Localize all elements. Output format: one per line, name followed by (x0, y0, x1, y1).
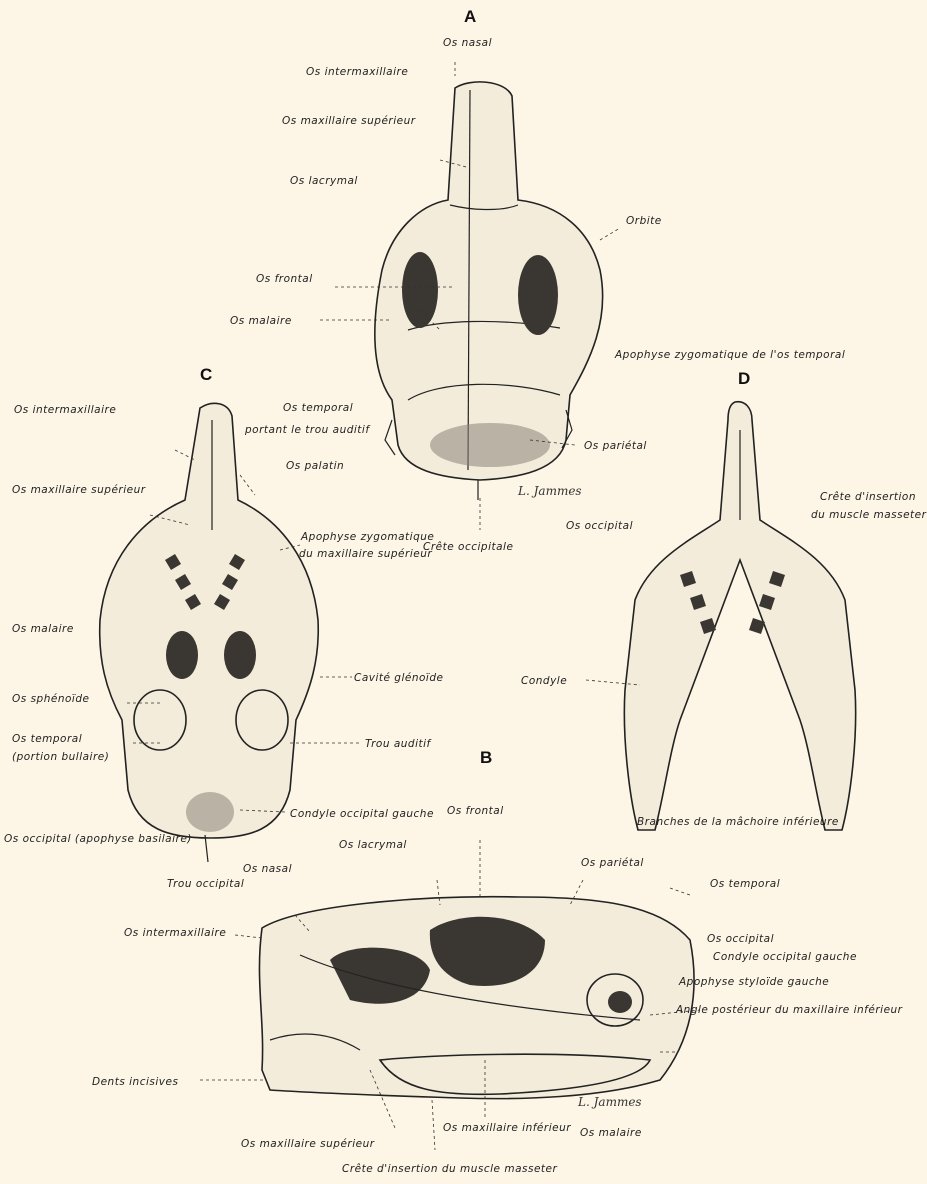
label-d-muscle-masseter: du muscle masseter (811, 509, 927, 521)
label-c-apophyse-zygomatique: Apophyse zygomatique (300, 531, 434, 543)
label-b-condyle-occipital-gauche: Condyle occipital gauche (713, 951, 857, 963)
label-d-condyle: Condyle (521, 675, 567, 687)
label-c-du-maxillaire-superieur: du maxillaire supérieur (299, 548, 432, 560)
signature-a: L. Jammes (517, 484, 582, 498)
label-a-os-maxillaire-superieur: Os maxillaire supérieur (282, 115, 416, 127)
label-a-os-temporal: Os temporal (283, 402, 353, 414)
label-c-os-malaire: Os malaire (12, 623, 74, 635)
label-b-os-maxillaire-inferieur: Os maxillaire inférieur (443, 1122, 571, 1134)
label-c-os-temporal: Os temporal (12, 733, 82, 745)
label-a-orbite: Orbite (626, 215, 662, 227)
label-a-os-nasal: Os nasal (443, 37, 492, 49)
label-b-angle-posterieur: Angle postérieur du maxillaire inférieur (675, 1004, 903, 1016)
skull-ventral-view (100, 403, 319, 862)
label-a-trou-auditif: portant le trou auditif (244, 424, 371, 436)
label-c-os-occipital: Os occipital (apophyse basilaire) (4, 833, 192, 845)
label-a-os-parietal: Os pariétal (584, 440, 647, 452)
label-a-os-lacrymal: Os lacrymal (290, 175, 358, 187)
label-a-crete-occipitale: Crête occipitale (423, 541, 513, 553)
label-b-os-frontal: Os frontal (447, 805, 504, 817)
panel-letter-a: A (464, 7, 476, 26)
label-b-os-temporal: Os temporal (710, 878, 780, 890)
label-c-trou-occipital: Trou occipital (167, 878, 244, 890)
label-c-os-intermaxillaire: Os intermaxillaire (14, 404, 116, 416)
panel-letter-c: C (200, 365, 212, 384)
label-b-dents-incisives: Dents incisives (92, 1076, 178, 1088)
label-d-crete-dinsertion: Crête d'insertion (820, 491, 916, 503)
label-a-os-malaire: Os malaire (230, 315, 292, 327)
label-c-portion-bullaire: (portion bullaire) (12, 751, 109, 763)
label-d-branches-machoire: Branches de la mâchoire inférieure (637, 816, 839, 828)
label-a-os-occipital: Os occipital (566, 520, 633, 532)
lower-jaw-view (624, 402, 855, 830)
panel-letter-d: D (738, 369, 750, 388)
label-c-trou-auditif: Trou auditif (365, 738, 433, 750)
label-a-apophyse-zygomatique: Apophyse zygomatique de l'os temporal (614, 349, 845, 361)
skull-lateral-view (259, 897, 694, 1099)
label-b-os-maxillaire-superieur: Os maxillaire supérieur (241, 1138, 375, 1150)
skull-dorsal-view (375, 82, 603, 500)
label-c-condyle-occipital-gauche: Condyle occipital gauche (290, 808, 434, 820)
label-b-os-nasal: Os nasal (243, 863, 292, 875)
label-a-os-intermaxillaire: Os intermaxillaire (306, 66, 408, 78)
label-b-crete-insertion: Crête d'insertion du muscle masseter (342, 1163, 557, 1175)
panel-letter-b: B (480, 748, 492, 767)
label-b-os-occipital: Os occipital (707, 933, 774, 945)
label-b-os-intermaxillaire: Os intermaxillaire (124, 927, 226, 939)
label-b-os-lacrymal: Os lacrymal (339, 839, 407, 851)
label-b-os-parietal: Os pariétal (581, 857, 644, 869)
label-b-apophyse-styloide: Apophyse styloïde gauche (678, 976, 829, 988)
label-c-os-maxillaire-superieur: Os maxillaire supérieur (12, 484, 146, 496)
label-b-os-malaire: Os malaire (580, 1127, 642, 1139)
label-a-os-frontal: Os frontal (256, 273, 313, 285)
label-c-os-palatin: Os palatin (286, 460, 344, 472)
label-c-os-sphenoide: Os sphénoïde (12, 693, 89, 705)
label-c-cavite-glenoide: Cavité glénoïde (354, 672, 443, 684)
signature-b: L. Jammes (577, 1095, 642, 1109)
